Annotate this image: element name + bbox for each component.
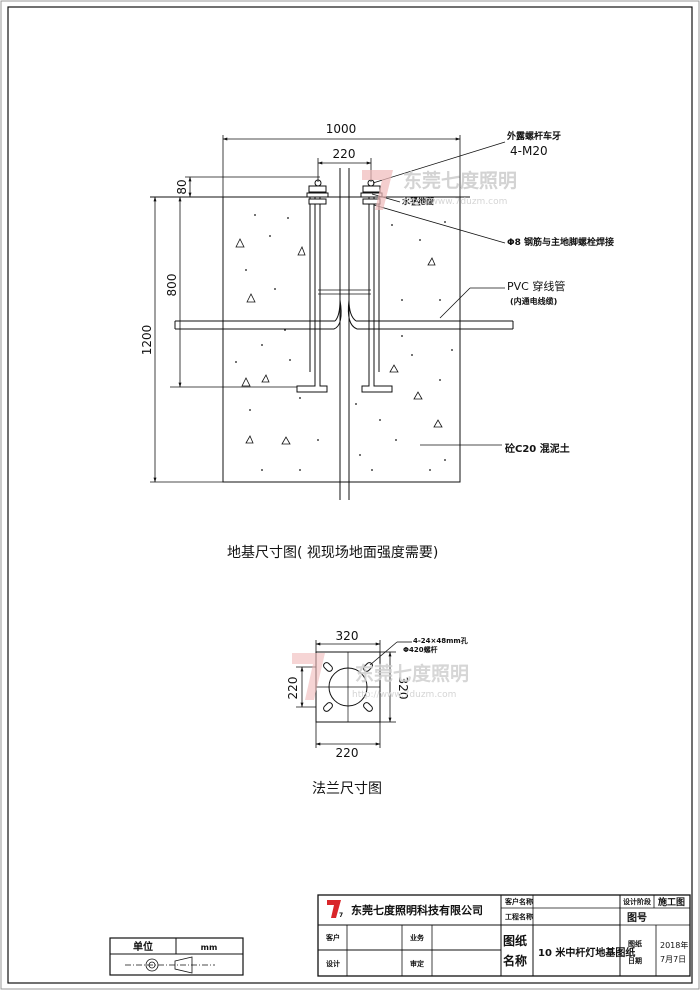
watermark-lower: 东莞七度照明 http://www.7duzm.com xyxy=(292,653,469,700)
design-stage-label: 设计阶段 xyxy=(623,897,651,906)
dim-width-total: 1000 xyxy=(326,122,357,136)
unit-label: 单位 xyxy=(133,940,153,953)
unit-block: 单位 mm xyxy=(109,937,244,976)
drawing-no-label: 图号 xyxy=(627,912,647,924)
foundation-drawing: 1000 220 80 800 1200 外露螺杆车牙 4-M20 水平地面 Φ… xyxy=(140,122,614,561)
flange-callout-bolt: Φ420螺杆 xyxy=(403,645,438,654)
flange-dim-bottom: 220 xyxy=(336,746,359,760)
center-pipe xyxy=(339,168,350,500)
date-line-2: 7月7日 xyxy=(660,955,686,964)
concrete-block xyxy=(222,196,461,483)
dim-top-height: 80 xyxy=(175,179,189,194)
concrete-aggregate xyxy=(235,197,443,445)
flange-caption: 法兰尺寸图 xyxy=(312,781,382,797)
unit-value: mm xyxy=(201,943,218,952)
business-label: 业务 xyxy=(410,933,425,942)
watermark-upper: 东莞七度照明 http://www.7duzm.com xyxy=(362,169,517,210)
customer-name-label: 客户名称 xyxy=(504,897,533,906)
dim-anchor-depth: 800 xyxy=(165,274,179,297)
callout-ground: 水平地面 xyxy=(401,196,434,206)
title-block-text: 7 东莞七度照明科技有限公司 客户名称 工程名称 设计阶段 施工图 图号 客户 … xyxy=(325,896,688,968)
anchor-base-plates xyxy=(296,380,393,393)
callout-concrete: 砼C20 混泥土 xyxy=(505,442,570,455)
drawing-date-label-2: 日期 xyxy=(628,956,642,965)
watermark-brand: 东莞七度照明 xyxy=(403,169,517,192)
anchor-bolts xyxy=(309,188,380,380)
callout-pvc: PVC 穿线管 xyxy=(507,279,565,293)
customer-label: 客户 xyxy=(325,933,340,942)
review-label: 审定 xyxy=(410,959,424,968)
date-line-1: 2018年 xyxy=(660,940,688,950)
company-logo-icon: 7 xyxy=(327,900,343,919)
dim-bolt-spacing: 220 xyxy=(333,147,356,161)
callout-rebar: Φ8 钢筋与主地脚螺栓焊接 xyxy=(507,236,614,248)
company-name: 东莞七度照明科技有限公司 xyxy=(351,903,483,917)
foundation-caption: 地基尺寸图( 视现场地面强度需要) xyxy=(227,544,438,561)
title-block xyxy=(317,894,691,977)
flange-dim-right: 320 xyxy=(396,677,410,700)
watermark-url: http://www.7duzm.com xyxy=(403,197,507,207)
callout-bolt-thread: 外露螺杆车牙 xyxy=(506,130,561,142)
watermark-logo xyxy=(362,170,393,210)
flange-dim-left: 220 xyxy=(286,677,300,700)
callout-pvc-cable: (内通电线缆) xyxy=(510,296,557,306)
design-label: 设计 xyxy=(326,959,340,968)
watermark-logo-lower xyxy=(292,653,325,700)
dimension-lines xyxy=(150,135,461,483)
flange-dim-lines xyxy=(296,640,412,748)
concrete-dots xyxy=(235,214,453,471)
projection-symbol-icon xyxy=(125,956,215,974)
flange-dim-top: 320 xyxy=(336,629,359,643)
drawing-name: 10 米中杆灯地基图纸 xyxy=(538,946,635,959)
flange-drawing: 320 220 220 320 4-24×48mm孔 Φ420螺杆 法兰尺寸图 xyxy=(286,629,468,797)
drawing-name-label-1: 图纸 xyxy=(503,933,527,948)
drawing-date-label-1: 图纸 xyxy=(628,939,642,948)
watermark-url-lower: http://www.7duzm.com xyxy=(352,690,456,700)
svg-text:7: 7 xyxy=(339,912,343,919)
callout-bolt-size: 4-M20 xyxy=(510,144,548,158)
watermark-brand-lower: 东莞七度照明 xyxy=(355,662,469,685)
dim-total-depth: 1200 xyxy=(140,325,154,356)
drawing-name-label-2: 名称 xyxy=(503,953,527,968)
inner-frame xyxy=(7,6,693,984)
flange-callout-holes: 4-24×48mm孔 xyxy=(413,636,468,645)
project-name-label: 工程名称 xyxy=(505,912,533,921)
construction-label: 施工图 xyxy=(658,896,685,908)
